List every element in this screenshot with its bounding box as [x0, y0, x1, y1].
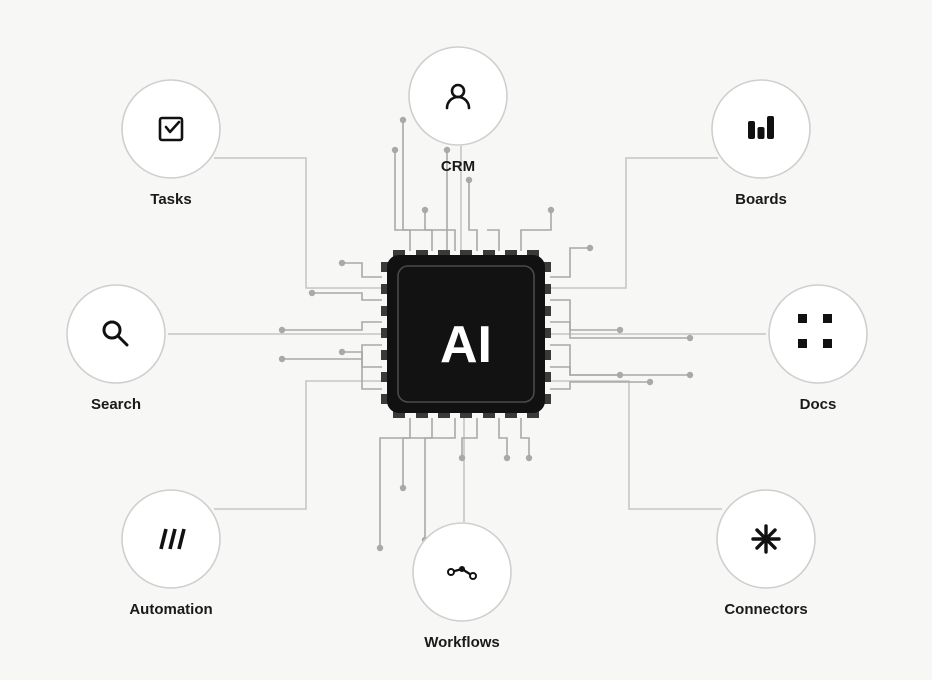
- checkbox-icon: [158, 116, 184, 142]
- boards-connector: [546, 157, 718, 289]
- boards-label: Boards: [735, 191, 787, 208]
- circuit-traces: [282, 120, 690, 548]
- asterisk-icon: [751, 524, 781, 554]
- workflows-label: Workflows: [424, 634, 500, 651]
- crm-label: CRM: [440, 158, 476, 175]
- docs-label: Docs: [799, 396, 837, 413]
- chip-label: AI: [440, 316, 492, 374]
- bar-chart-icon: [748, 116, 774, 139]
- automation-connector: [214, 380, 388, 510]
- chip-pins: [381, 250, 551, 418]
- connector-lines: [168, 146, 766, 522]
- tasks-connector: [214, 157, 388, 289]
- slashes-icon: [159, 528, 186, 550]
- ai-chip: AI: [387, 255, 545, 413]
- user-icon: [445, 83, 471, 110]
- search-node[interactable]: [66, 284, 166, 384]
- trace-endpoints: [278, 116, 694, 552]
- docs-node[interactable]: [768, 284, 868, 384]
- workflow-icon: [447, 566, 477, 580]
- tasks-label: Tasks: [150, 191, 192, 208]
- search-label: Search: [90, 396, 142, 413]
- connectors-label: Connectors: [724, 601, 808, 618]
- search-icon: [102, 320, 129, 347]
- automation-label: Automation: [129, 601, 213, 618]
- grid-dots-icon: [798, 314, 832, 348]
- connectors-connector: [546, 380, 722, 510]
